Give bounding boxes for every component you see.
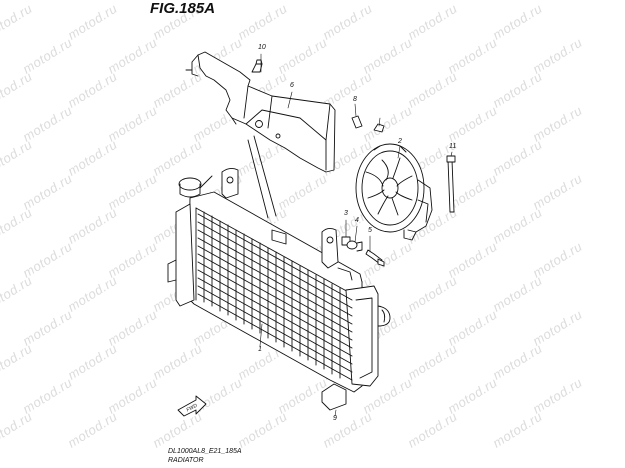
callout-6: 6 bbox=[290, 82, 294, 89]
shroud-bracket bbox=[185, 51, 336, 173]
clip-8 bbox=[351, 115, 363, 129]
fasteners-3-4-5 bbox=[341, 236, 385, 267]
figure-title: FIG.185A bbox=[150, 0, 216, 17]
callout-3: 3 bbox=[344, 210, 348, 217]
callout-8: 8 bbox=[353, 96, 357, 103]
front-arrow-label: FWD bbox=[186, 403, 199, 414]
radiator-core bbox=[167, 167, 391, 393]
bolt-10 bbox=[251, 59, 263, 73]
figure-code: DL1000AL8_E21_185A bbox=[168, 448, 242, 455]
cover-9 bbox=[321, 383, 347, 411]
callout-4: 4 bbox=[355, 217, 359, 224]
callout-10: 10 bbox=[258, 44, 266, 51]
tie-wrap-11 bbox=[446, 155, 456, 213]
callout-9: 9 bbox=[333, 415, 337, 422]
callout-11: 11 bbox=[449, 143, 457, 150]
fan-assembly bbox=[355, 143, 433, 241]
figure-name: RADIATOR bbox=[168, 457, 204, 464]
callout-1: 1 bbox=[258, 346, 262, 353]
callout-5: 5 bbox=[368, 227, 372, 234]
callout-2: 2 bbox=[398, 138, 402, 145]
front-arrow-icon bbox=[177, 395, 207, 417]
